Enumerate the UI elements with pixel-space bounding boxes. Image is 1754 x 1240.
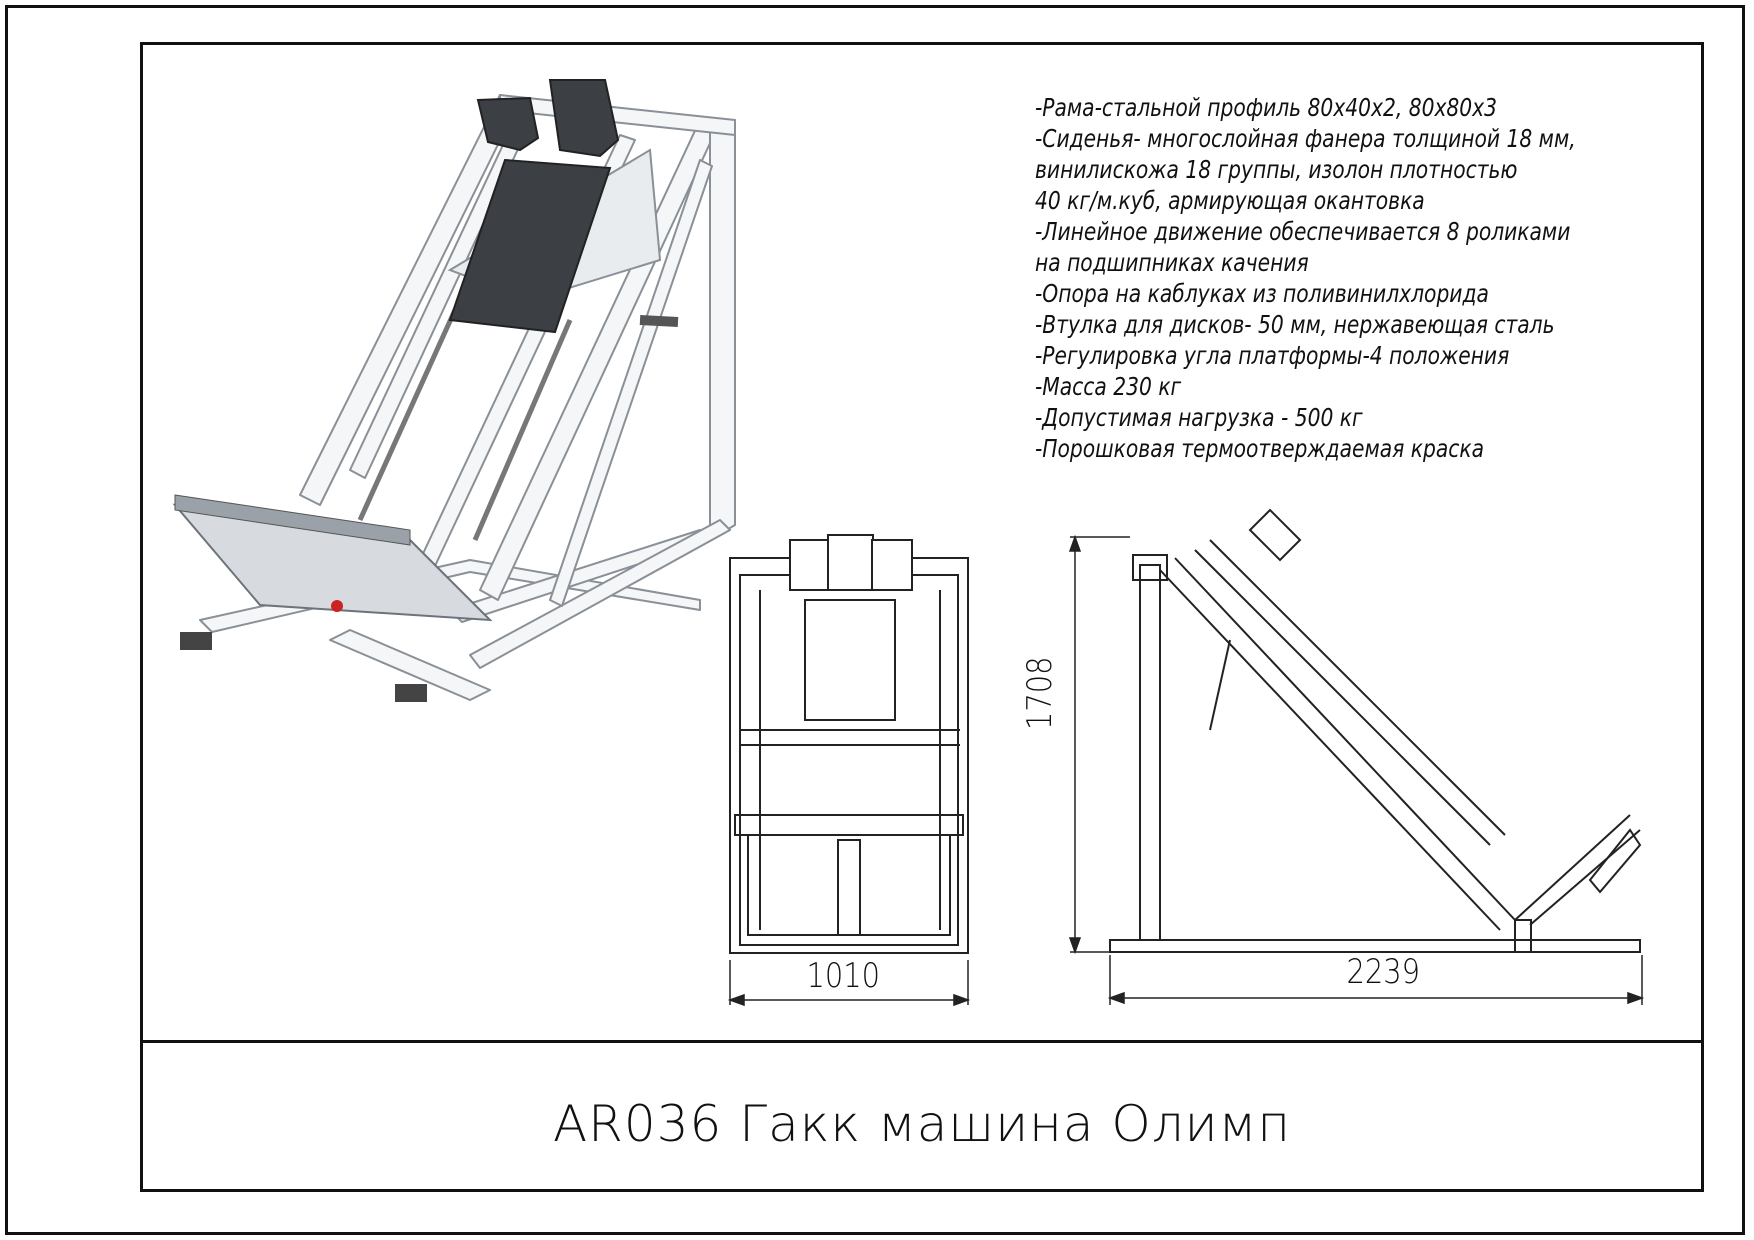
spec-item: 40 кг/м.куб, армирующая окантовка [1035, 186, 1425, 215]
disc-sleeve [639, 315, 679, 327]
length-dimension-label: 2239 [1346, 952, 1421, 992]
spec-item: -Допустимая нагрузка - 500 кг [1035, 403, 1363, 432]
length-dimension [1107, 955, 1645, 1005]
spec-item: -Масса 230 кг [1035, 372, 1182, 401]
product-title: AR036 Гакк машина Олимп [552, 1095, 1292, 1153]
drawing-frame [140, 42, 1704, 1192]
spec-item: -Рама-стальной профиль 80x40x2, 80x80x3 [1035, 93, 1498, 122]
spec-item: на подшипниках качения [1035, 248, 1309, 277]
spec-list: -Рама-стальной профиль 80x40x2, 80x80x3 … [1035, 92, 1611, 464]
side-view [1109, 508, 1642, 953]
back-diagonal [549, 159, 713, 607]
spec-item: -Регулировка угла платформы-4 положения [1035, 341, 1510, 370]
shoulder-pad-right [548, 79, 620, 158]
spec-item: -Втулка для дисков- 50 мм, нержавеющая с… [1035, 310, 1555, 339]
guide-rod-left [357, 308, 458, 522]
spec-item: -Опора на каблуках из поливинилхлорида [1035, 279, 1489, 308]
adjust-knob [331, 600, 343, 612]
back-post [709, 119, 736, 541]
back-pad [448, 158, 612, 334]
height-dimension [1068, 534, 1130, 955]
height-dimension-label: 1708 [1020, 656, 1060, 730]
width-dimension-label: 1010 [806, 956, 881, 996]
width-dimension [727, 960, 971, 1007]
diagonal-brace [469, 519, 731, 669]
front-view [729, 534, 969, 954]
outer-border [5, 5, 1745, 1235]
foot-right [395, 684, 427, 702]
spec-item: винилискожа 18 группы, изолон плотностью [1035, 155, 1518, 184]
foot-platform-edge [174, 494, 411, 546]
spec-item: -Линейное движение обеспечивается 8 роли… [1035, 217, 1571, 246]
foot-left [180, 632, 212, 650]
title-divider [140, 1040, 1704, 1043]
spec-item: -Сиденья- многослойная фанера толщиной 1… [1035, 124, 1576, 153]
spec-item: -Порошковая термоотверждаемая краска [1035, 434, 1485, 463]
base-rail [329, 629, 491, 701]
guide-rod-right [472, 319, 573, 541]
shoulder-pad-left [476, 96, 540, 152]
